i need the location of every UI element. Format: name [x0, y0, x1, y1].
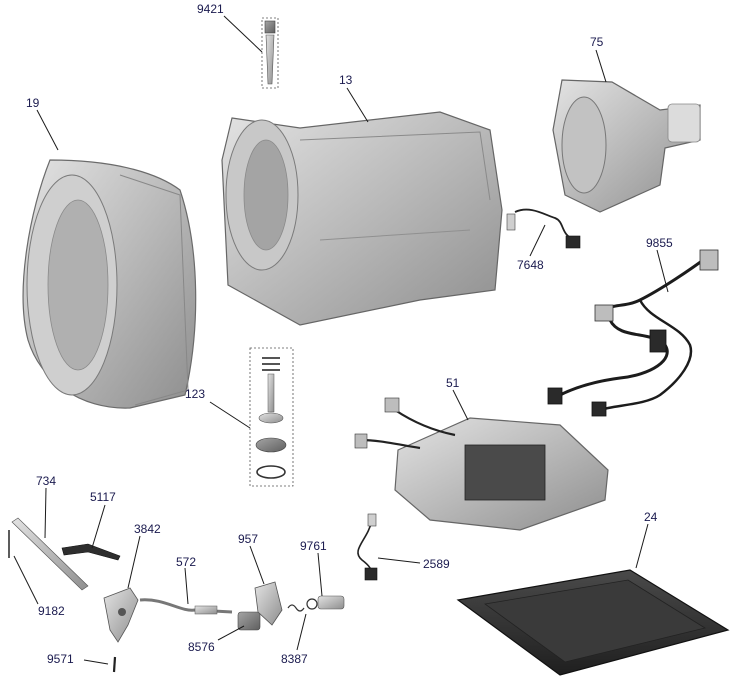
- callout-8576: 8576: [188, 640, 215, 654]
- servo-assembly-part: [249, 347, 294, 487]
- shift-shaft-part: [11, 517, 89, 591]
- leader-2589: [377, 557, 421, 564]
- callout-734: 734: [36, 474, 57, 488]
- solenoid-sensor-part: [357, 513, 378, 581]
- leader-123: [209, 401, 251, 429]
- leader-9761: [317, 552, 323, 597]
- leader-9182: [13, 555, 39, 605]
- leader-9855: [656, 249, 669, 293]
- callout-572: 572: [176, 555, 197, 569]
- leader-19: [36, 109, 59, 151]
- leader-572: [184, 567, 189, 605]
- callout-9182: 9182: [38, 604, 65, 618]
- callout-9761: 9761: [300, 539, 327, 553]
- callout-9571: 9571: [47, 652, 74, 666]
- leader-13: [346, 87, 369, 123]
- leader-8576: [217, 625, 245, 641]
- leader-957: [249, 545, 265, 585]
- callout-7648: 7648: [517, 258, 544, 272]
- callout-2589: 2589: [423, 557, 450, 571]
- leader-8387: [296, 613, 307, 651]
- leader-24: [635, 523, 649, 569]
- bracket-part: [61, 543, 121, 561]
- callout-123: 123: [185, 387, 206, 401]
- leader-lines: [13, 15, 669, 665]
- bell-housing-part: [22, 159, 197, 409]
- transmission-case-part: [221, 111, 503, 326]
- spring-part: [287, 598, 318, 612]
- callout-13: 13: [339, 73, 353, 87]
- leader-7648: [529, 224, 546, 257]
- callout-9421: 9421: [197, 2, 224, 16]
- manual-lever-part: [103, 587, 139, 643]
- callout-51: 51: [446, 376, 460, 390]
- callout-19: 19: [26, 96, 40, 110]
- callout-75: 75: [590, 35, 604, 49]
- leader-734: [44, 487, 47, 539]
- callout-957: 957: [238, 532, 259, 546]
- callout-24: 24: [644, 510, 658, 524]
- roll-pin-part: [112, 656, 117, 673]
- plug-part: [261, 17, 279, 89]
- park-lever-part: [254, 581, 283, 626]
- callout-9855: 9855: [646, 236, 673, 250]
- bushing-part: [237, 611, 261, 631]
- extension-housing-part: [552, 79, 701, 213]
- sensor-part: [506, 208, 581, 249]
- leader-75: [595, 49, 607, 83]
- leader-51: [452, 389, 469, 421]
- wiring-harness-part: [547, 249, 719, 417]
- valve-body-part: [354, 397, 609, 531]
- leader-5117: [91, 504, 106, 549]
- callout-8387: 8387: [281, 652, 308, 666]
- leader-9421: [223, 15, 263, 53]
- leader-3842: [127, 535, 141, 589]
- leader-9571: [83, 659, 109, 665]
- pin-part: [317, 595, 345, 610]
- cable-part: [139, 598, 233, 615]
- callout-5117: 5117: [90, 490, 116, 504]
- callout-3842: 3842: [134, 522, 161, 536]
- oil-pan-part: [456, 569, 730, 676]
